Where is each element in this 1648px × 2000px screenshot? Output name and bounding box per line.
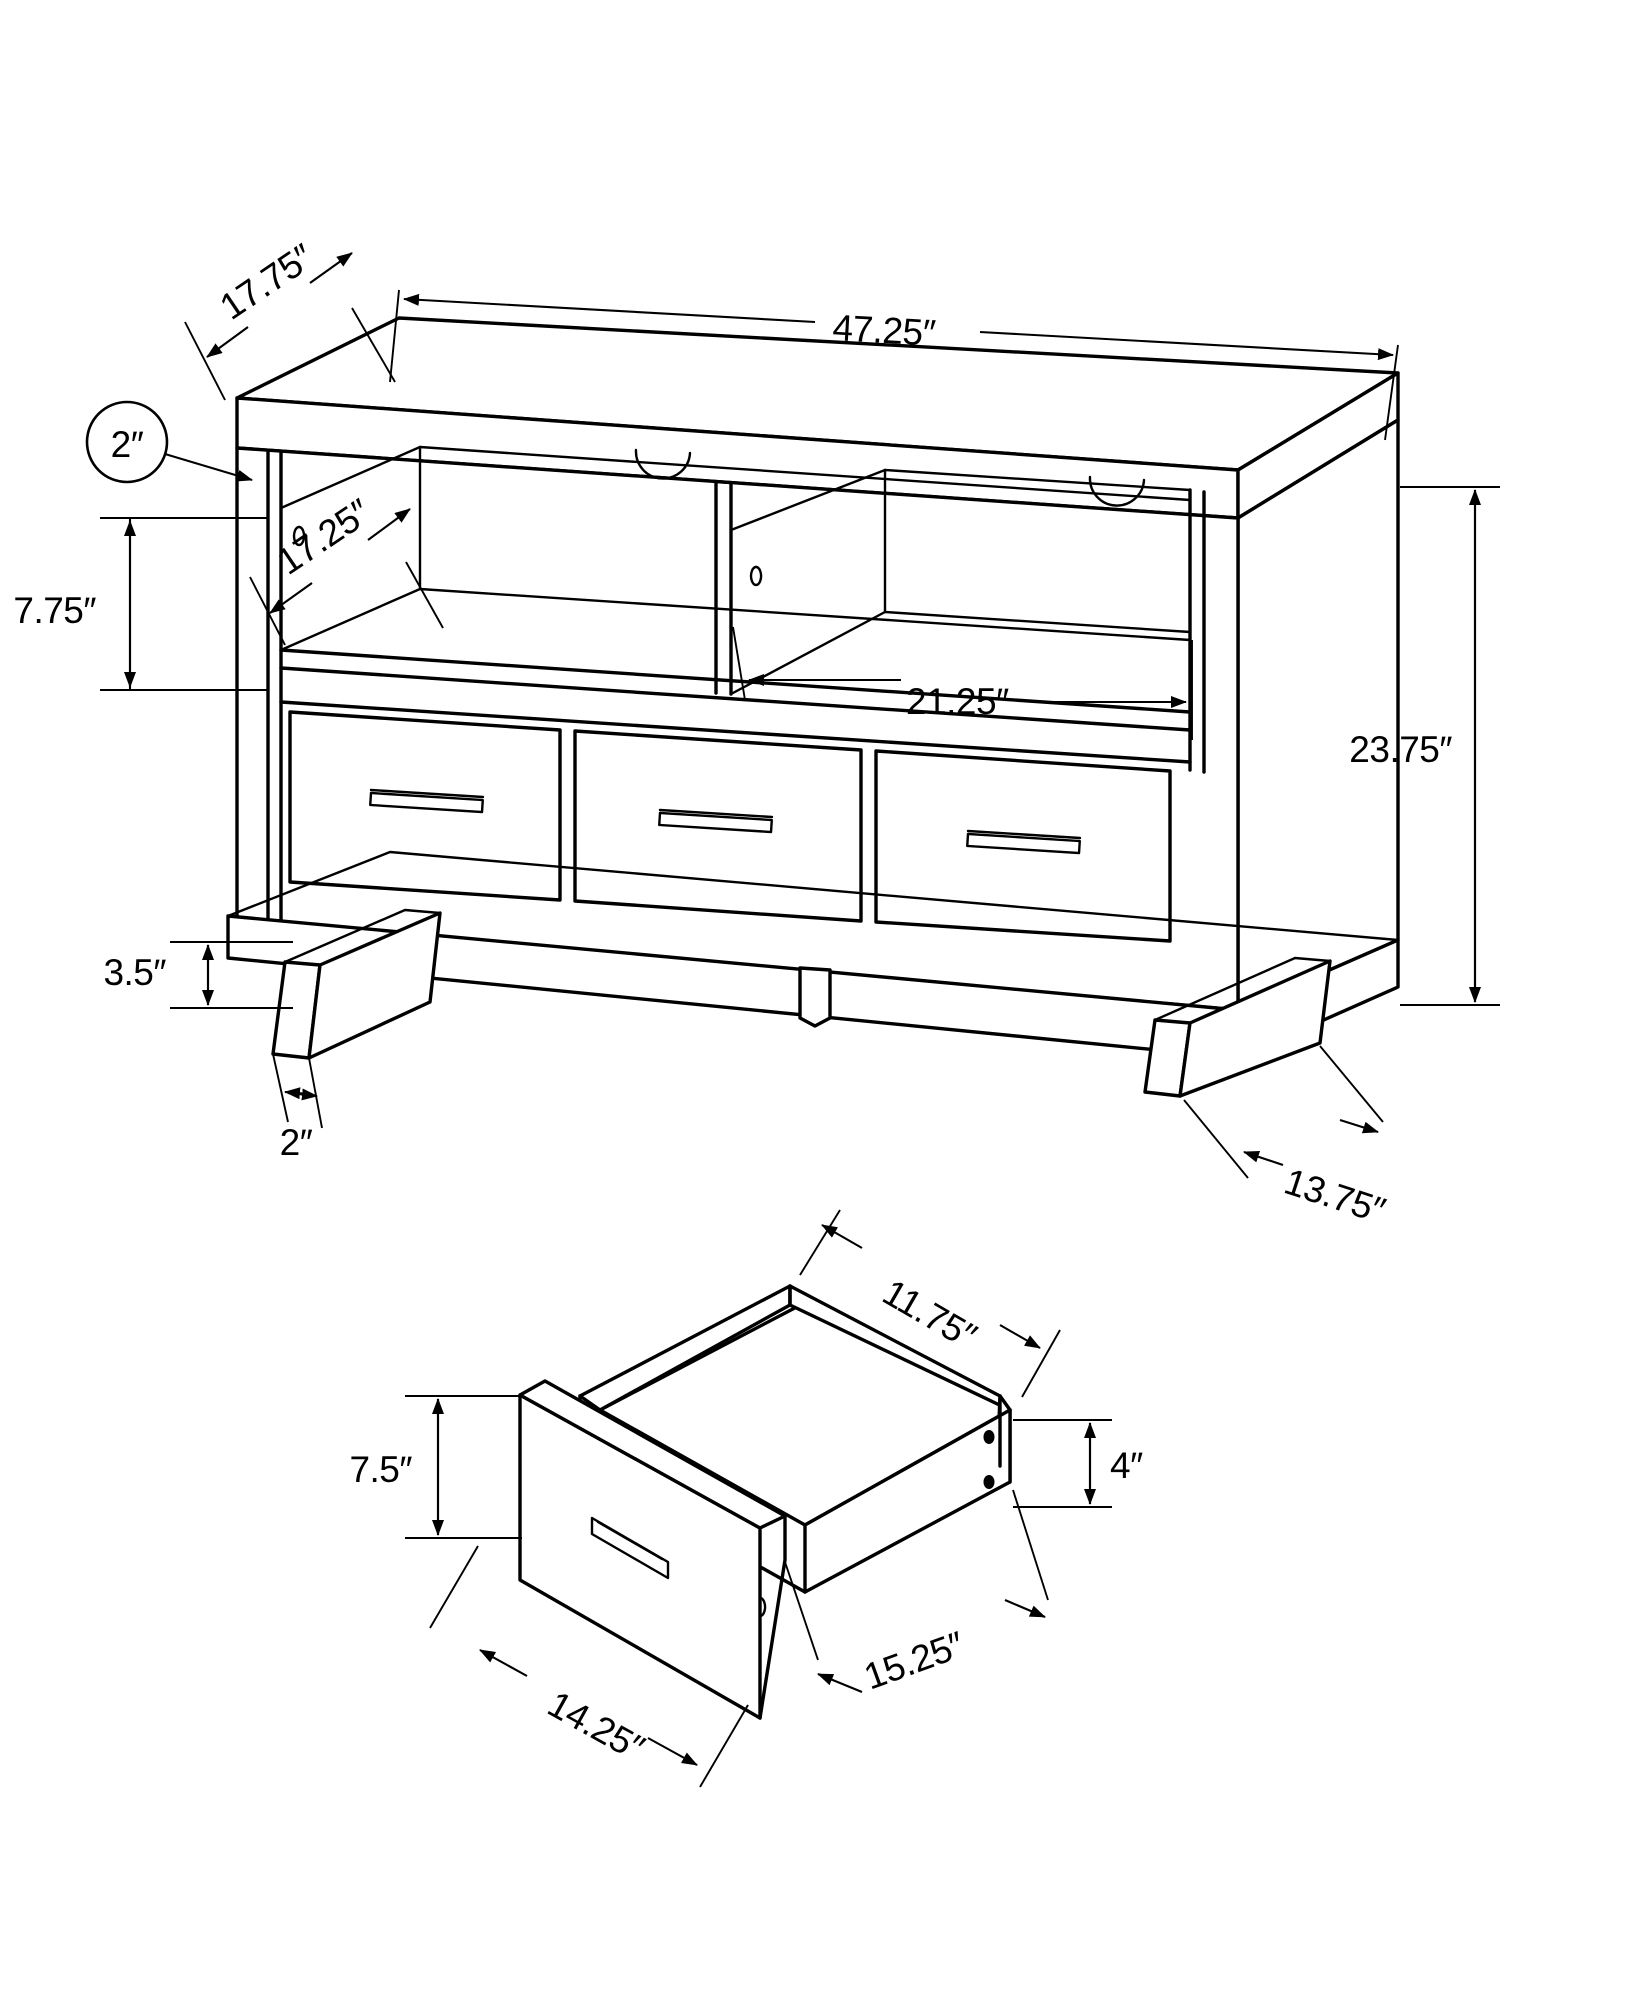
dim-line-13-75-2 xyxy=(1339,1118,1379,1134)
balloon-leader-line xyxy=(164,453,253,482)
drawer-handle-3 xyxy=(966,832,1081,855)
drawer-dowel-pin-bottom-icon xyxy=(983,1475,995,1489)
ext-width-left xyxy=(389,289,400,383)
left-cubby-back-bottom-edge xyxy=(279,587,1192,652)
dowel-hole-left-icon xyxy=(292,525,306,547)
balloon-label-top-thickness: 2″ xyxy=(111,424,144,465)
dim-label-drawer-box-width: 15.25″ xyxy=(859,1624,970,1698)
dim-label-drawer-front-width: 14.25″ xyxy=(541,1683,651,1769)
right-side-panel xyxy=(1236,418,1400,1012)
center-divider-top-edge xyxy=(714,480,733,485)
right-leg-top-line xyxy=(1153,956,1332,1022)
right-cubby-back-top-line xyxy=(883,468,1192,492)
dim-label-leg-thickness: 2″ xyxy=(280,1122,313,1163)
dim-line-14-25-2 xyxy=(647,1737,698,1766)
dim-line-17-25-1 xyxy=(269,582,313,614)
ext-leg-thk-right xyxy=(308,1057,323,1129)
drawer-handle-2 xyxy=(658,811,773,834)
left-leg-side xyxy=(307,911,442,1060)
ext-15-25-b xyxy=(1012,1489,1049,1601)
dim-line-11-75-1 xyxy=(821,1224,863,1249)
dim-line-15-25-2 xyxy=(1004,1599,1046,1618)
dim-label-drawer-front-height: 7.5″ xyxy=(349,1449,412,1490)
cable-cutout-right-icon xyxy=(1088,475,1146,507)
ext-21-25-left xyxy=(732,626,746,701)
dim-line-15-25-1 xyxy=(817,1673,863,1693)
drawer-front-right-edge xyxy=(758,1514,787,1720)
ext-leg-thk-left xyxy=(272,1053,289,1123)
right-leg-side xyxy=(1178,959,1332,1098)
drawer-detail-assembly xyxy=(518,1284,1012,1720)
dim-line-depth-1 xyxy=(206,326,249,358)
dim-line-14-25-1 xyxy=(479,1649,528,1677)
drawer-dowel-pin-top-icon xyxy=(983,1430,995,1444)
center-leg xyxy=(798,966,832,1028)
dim-label-shelf-opening-height: 7.75″ xyxy=(13,590,96,631)
ext-14-25-b xyxy=(699,1704,749,1788)
ext-11-75-a xyxy=(799,1209,841,1276)
middle-shelf-thickness-edge xyxy=(279,666,1192,732)
dim-line-17-25-2 xyxy=(367,508,411,541)
drawer-handle-1 xyxy=(369,791,484,814)
ext-depth-b xyxy=(351,307,396,383)
tv-stand-body xyxy=(226,316,1400,1098)
drawer-handle-2-top xyxy=(658,808,774,819)
ext-11-75-b xyxy=(1021,1329,1061,1398)
left-leg-top-line xyxy=(283,908,442,964)
dim-label-drawer-side-height: 4″ xyxy=(1110,1445,1143,1486)
ext-depth-a xyxy=(184,321,226,401)
cable-cutout-left-icon xyxy=(634,448,692,480)
dim-label-overall-depth: 17.75″ xyxy=(213,236,321,328)
dim-line-leg-thk-b xyxy=(287,1088,318,1101)
ext-14-25-a xyxy=(429,1545,479,1629)
ext-13-75-a xyxy=(1183,1099,1249,1179)
dim-label-overall-height: 23.75″ xyxy=(1349,729,1452,770)
dim-label-overall-width: 47.25″ xyxy=(832,307,937,354)
ext-15-25-a xyxy=(784,1561,819,1661)
drawer-handle-3-top xyxy=(966,829,1082,840)
dim-line-depth-2 xyxy=(309,252,353,284)
dim-label-leg-height: 3.5″ xyxy=(103,952,166,993)
dim-line-13-75-1 xyxy=(1243,1151,1284,1166)
dim-label-right-opening-width: 21.25″ xyxy=(906,681,1009,722)
ext-width-right xyxy=(1384,344,1399,441)
drawer-bank-top-line xyxy=(279,700,1192,764)
drawer-handle-1-top xyxy=(369,788,485,799)
dim-line-width-left xyxy=(403,293,816,324)
ext-17-25-b xyxy=(405,561,444,629)
dowel-hole-center-icon xyxy=(749,565,763,587)
middle-shelf-front-edge xyxy=(279,648,1192,714)
balloon-top-thickness xyxy=(85,400,169,484)
right-cubby-shelf-line xyxy=(883,610,1192,634)
drawer-detail-handle-highlight xyxy=(596,1520,664,1561)
ext-17-25-a xyxy=(249,576,286,646)
ext-13-75-b xyxy=(1319,1045,1384,1123)
dim-line-width-right xyxy=(979,330,1394,361)
base-plinth-top-edge xyxy=(226,850,1400,942)
right-cubby-receding-top xyxy=(729,468,887,532)
dim-line-11-75-2 xyxy=(999,1324,1041,1349)
dim-label-leg-depth: 13.75″ xyxy=(1280,1161,1391,1232)
